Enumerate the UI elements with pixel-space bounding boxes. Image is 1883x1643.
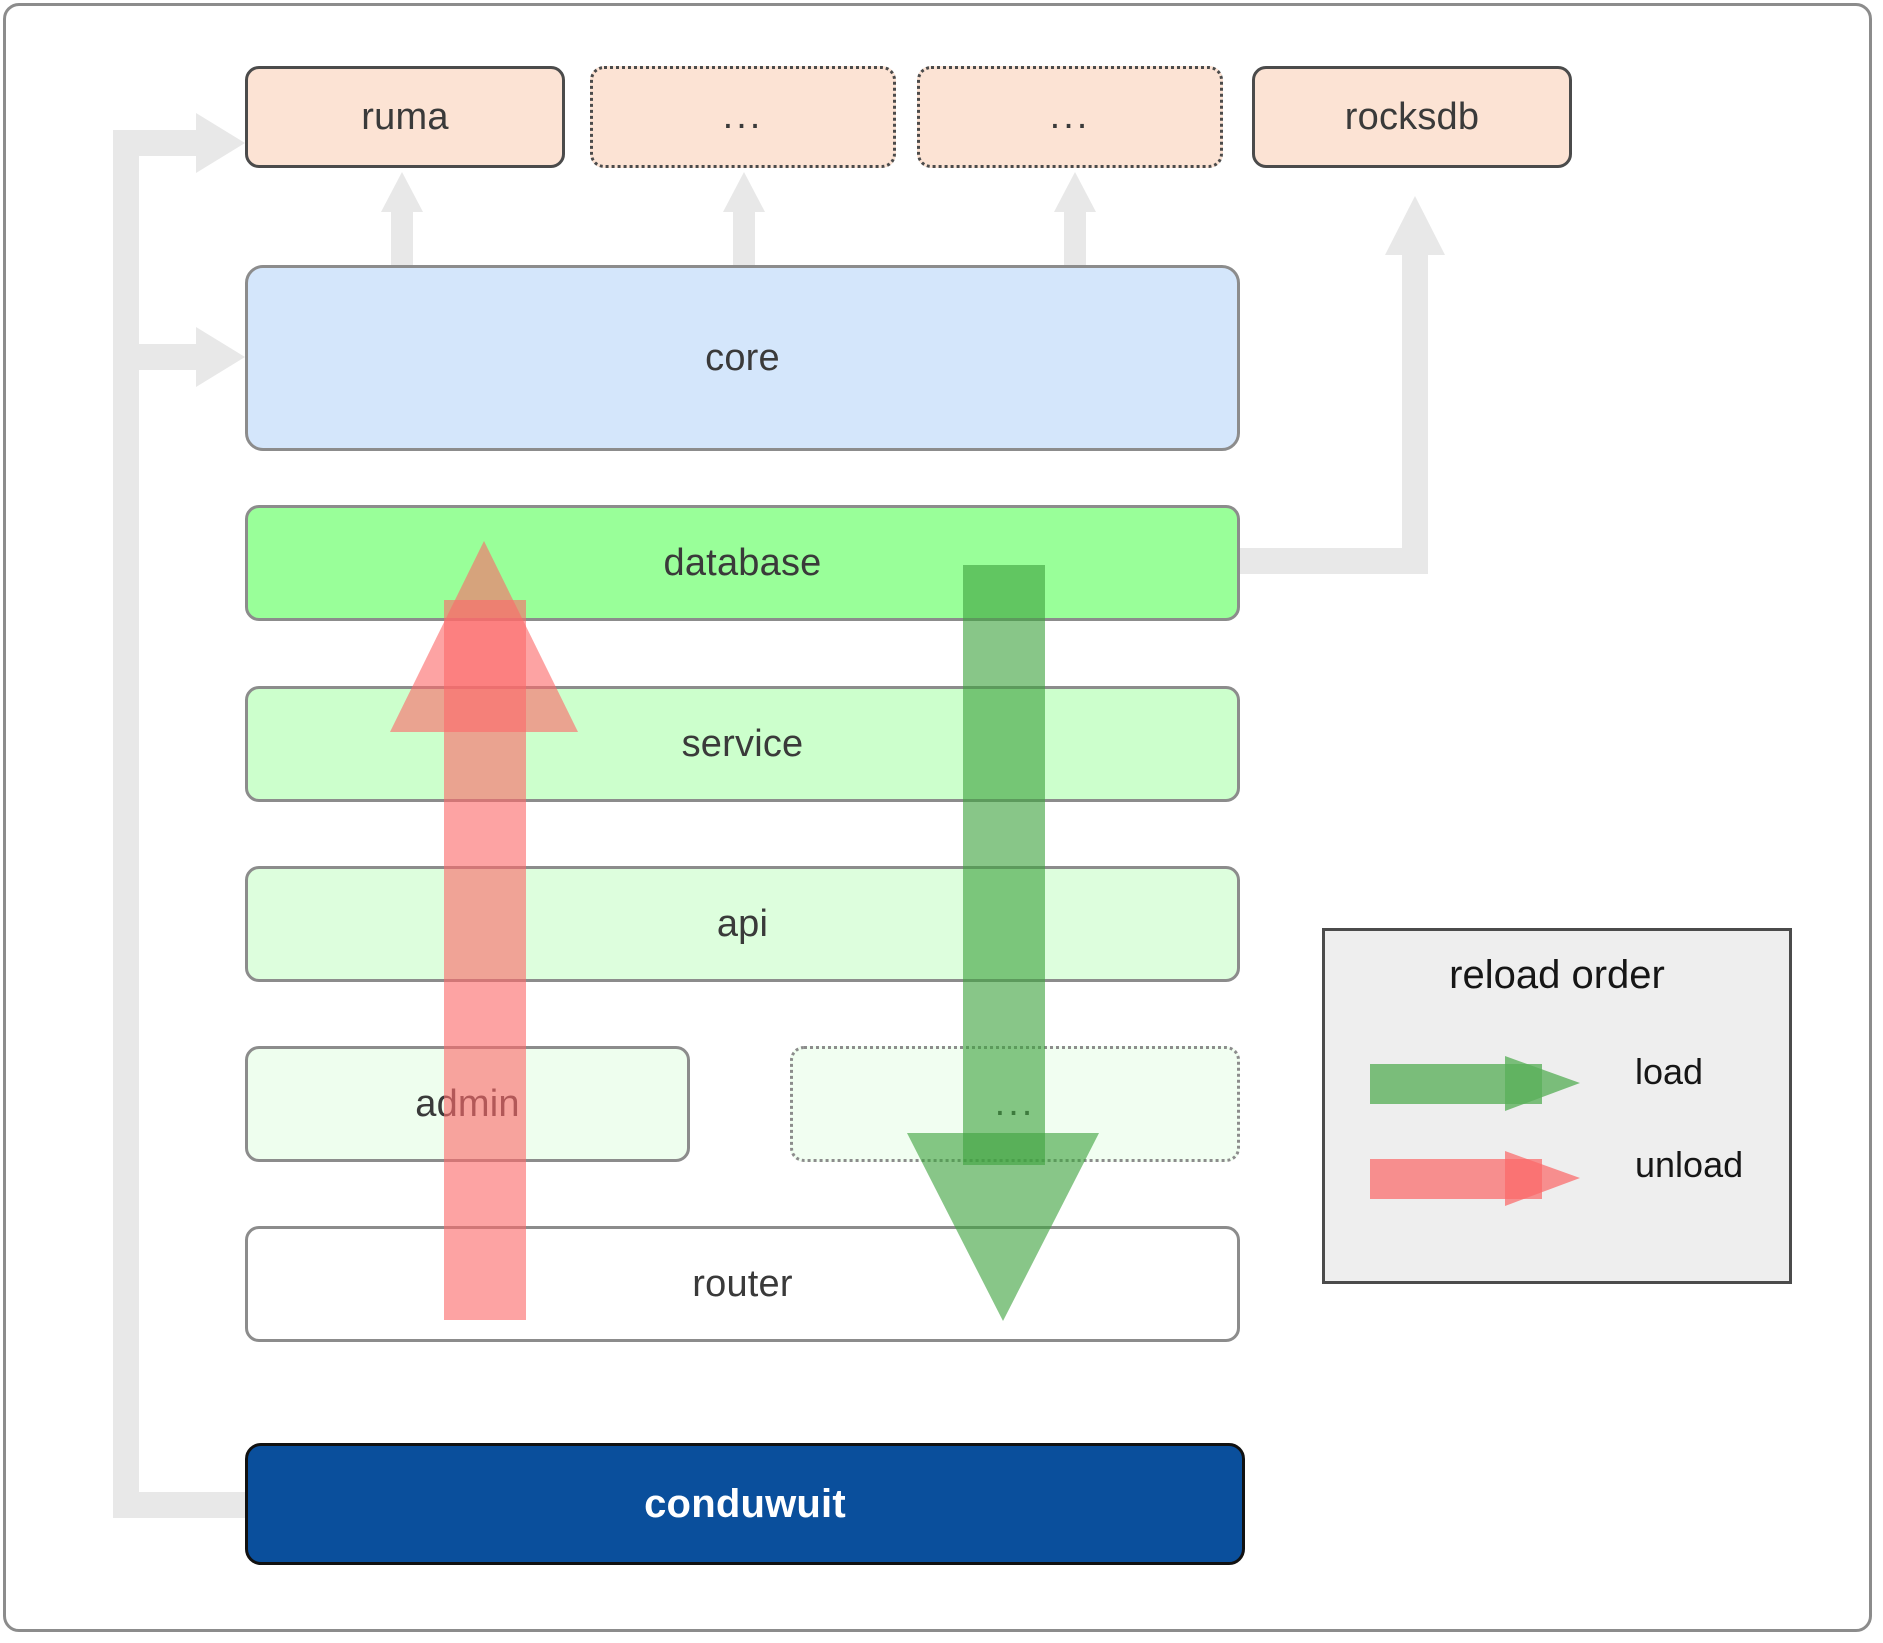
legend-swatch-unload xyxy=(1370,1151,1580,1206)
dependency-box-rocksdb[interactable]: rocksdb xyxy=(1252,66,1572,168)
crate-box-database[interactable]: database xyxy=(245,505,1240,621)
legend-swatch-layer xyxy=(1370,1056,1580,1206)
core-box[interactable]: core xyxy=(245,265,1240,451)
crate-box-more[interactable]: ... xyxy=(790,1046,1240,1162)
crate-box-api[interactable]: api xyxy=(245,866,1240,982)
legend-title: reload order xyxy=(1449,953,1665,997)
crate-box-router[interactable]: router xyxy=(245,1226,1240,1342)
dependency-label-rocksdb: rocksdb xyxy=(1344,95,1480,138)
crate-label-api: api xyxy=(716,902,769,945)
crate-label-database: database xyxy=(663,541,822,584)
legend-label-load: load xyxy=(1635,1051,1704,1092)
dependency-box-dep2[interactable]: ... xyxy=(590,66,896,168)
core-label: core xyxy=(705,336,780,379)
app-box-conduwuit[interactable]: conduwuit xyxy=(245,1443,1245,1565)
legend-swatch-load xyxy=(1370,1056,1580,1111)
dependency-box-dep3[interactable]: ... xyxy=(917,66,1223,168)
dependency-box-ruma[interactable]: ruma xyxy=(245,66,565,168)
dependency-label-dep3: ... xyxy=(1049,95,1091,138)
app-label-conduwuit: conduwuit xyxy=(644,1481,846,1526)
diagram-frame xyxy=(3,3,1872,1632)
crate-label-admin: admin xyxy=(415,1082,520,1125)
crate-box-admin[interactable]: admin xyxy=(245,1046,690,1162)
dependency-label-dep2: ... xyxy=(722,95,764,138)
legend-label-unload: unload xyxy=(1635,1144,1744,1185)
crate-box-service[interactable]: service xyxy=(245,686,1240,802)
crate-label-router: router xyxy=(692,1262,793,1305)
crate-label-more: ... xyxy=(994,1082,1036,1125)
crate-label-service: service xyxy=(681,722,804,765)
dependency-label-ruma: ruma xyxy=(361,95,449,138)
legend-panel: reload order load unload xyxy=(1322,928,1792,1284)
